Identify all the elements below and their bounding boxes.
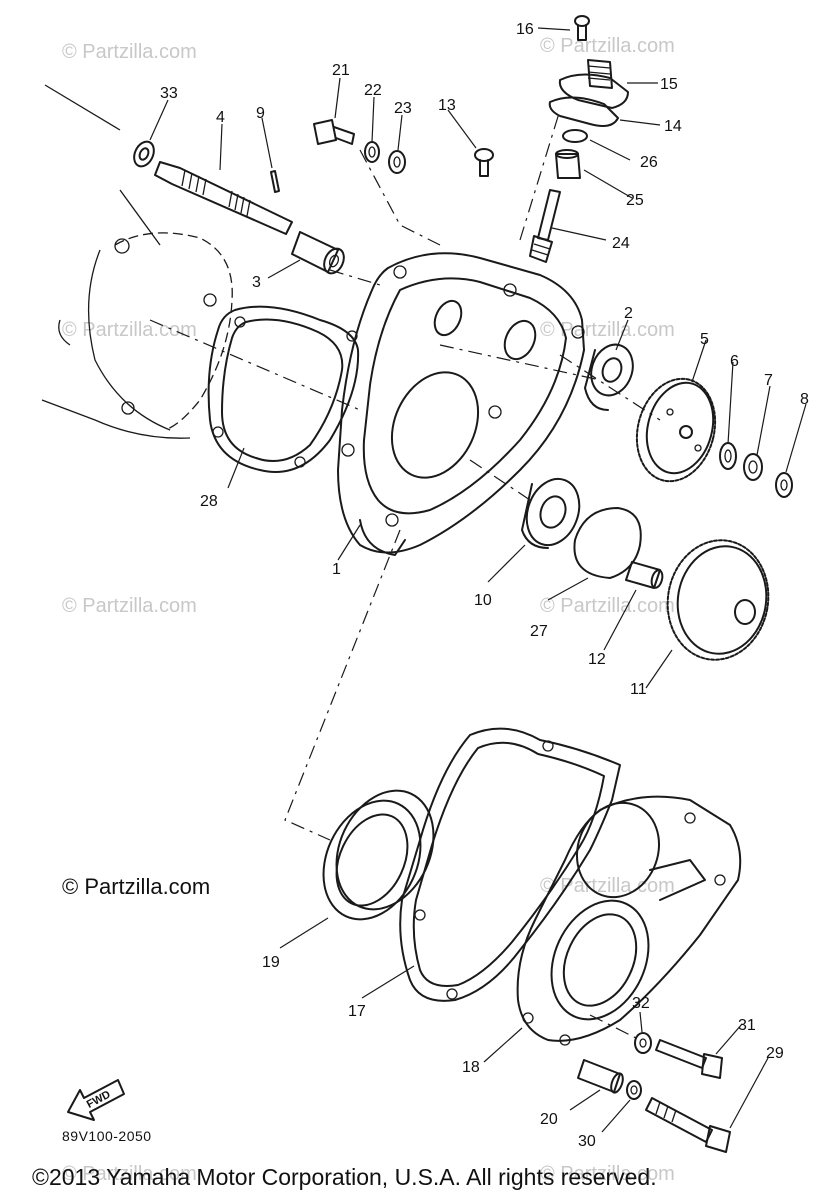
callout-14: 14 [664,118,682,135]
part-screw-16 [574,15,590,41]
callout-22: 22 [364,82,382,99]
watermark: © Partzilla.com [540,1163,675,1185]
callout-2: 2 [624,305,633,322]
part-bearing-2 [584,343,634,411]
callout-21: 21 [332,62,350,79]
callout-11: 11 [630,681,647,698]
callout-6: 6 [730,353,739,370]
callout-9: 9 [256,105,265,122]
part-pin-9 [270,170,280,193]
callout-32: 32 [632,995,650,1012]
callout-8: 8 [800,391,809,408]
callout-23: 23 [394,100,412,117]
callout-4: 4 [216,109,225,126]
part-housing-1 [337,252,585,556]
engine-case-outline [41,84,233,439]
part-washer-33 [133,140,155,168]
part-gasket-14 [548,96,619,127]
callout-24: 24 [612,235,630,252]
watermark: © Partzilla.com [62,41,197,63]
callout-30: 30 [578,1133,596,1150]
callout-29: 29 [766,1045,784,1062]
diagram-code: 89V100-2050 [62,1128,152,1144]
callout-13: 13 [438,97,456,114]
watermark: © Partzilla.com [62,1163,197,1185]
part-washer-32 [634,1032,652,1054]
part-washer-7 [743,453,763,481]
watermarks: © Partzilla.com © Partzilla.com © Partzi… [62,35,675,1185]
part-gear-5 [635,377,717,483]
callout-16: 16 [516,21,534,38]
partzilla-copyright: © Partzilla.com [62,874,211,899]
callout-19: 19 [262,954,280,971]
callout-7: 7 [764,372,773,389]
part-washer-23 [388,150,406,174]
callout-10: 10 [474,592,492,609]
part-gasket-28 [207,305,360,473]
part-gasket-17 [399,727,621,1002]
callout-17: 17 [348,1003,366,1020]
part-washer-30 [626,1080,642,1100]
watermark: © Partzilla.com [540,35,675,57]
watermark: © Partzilla.com [62,595,197,617]
assembly-lines [149,109,661,1041]
callout-27: 27 [530,623,548,640]
callout-28: 28 [200,493,218,510]
part-bearing-10 [521,477,581,549]
fwd-arrow-icon: FWD [67,1079,125,1121]
part-circlip-6 [719,442,737,470]
part-cover-18 [516,795,742,1046]
yamaha-copyright: ©2013 Yamaha Motor Corporation, U.S.A. A… [32,1164,657,1190]
part-circlip-27 [573,507,642,579]
part-dowel-20 [577,1059,624,1094]
callout-numbers: 33 4 9 21 22 23 13 16 15 14 26 25 24 3 2… [160,21,809,1150]
watermark: © Partzilla.com [540,595,675,617]
part-bushing-25 [555,149,581,179]
callout-5: 5 [700,331,709,348]
part-shaft-4 [154,161,293,235]
callout-18: 18 [462,1059,480,1076]
callout-33: 33 [160,85,178,102]
part-pin-12 [625,561,664,589]
callout-1: 1 [332,561,341,578]
part-bolt-29 [645,1097,731,1153]
callout-12: 12 [588,651,606,668]
part-bolt-21 [313,119,355,145]
part-circlip-8 [775,472,793,498]
part-collar-3 [291,231,345,275]
part-bolt-31 [655,1039,723,1079]
callout-25: 25 [626,192,644,209]
callout-31: 31 [738,1017,756,1034]
watermark: © Partzilla.com [540,875,675,897]
callout-20: 20 [540,1111,558,1128]
callout-3: 3 [252,274,261,291]
part-screw-13 [474,148,494,177]
part-gear-shaft-24 [529,189,561,263]
part-washer-22 [364,141,380,163]
callout-26: 26 [640,154,658,171]
watermark: © Partzilla.com [62,319,197,341]
part-plate-15 [558,59,629,109]
callout-15: 15 [660,76,678,93]
part-seal-26 [562,129,588,143]
leader-lines [149,27,807,1133]
part-gear-11 [666,539,770,661]
